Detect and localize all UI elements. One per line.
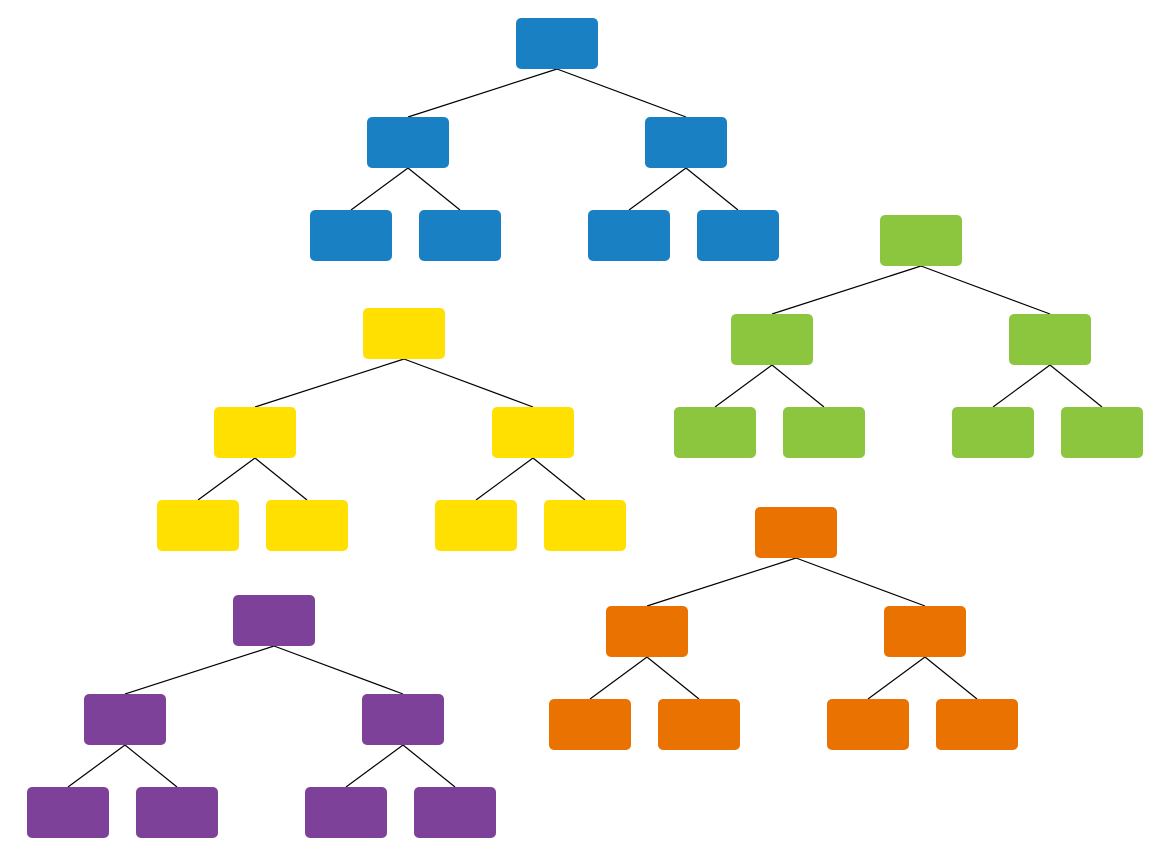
connector-line <box>475 457 534 501</box>
connector-line <box>273 645 404 695</box>
purple-leaf-node <box>136 787 218 838</box>
orange-child-node <box>884 606 966 657</box>
green-leaf-node <box>1061 407 1143 458</box>
connector-line <box>67 744 126 788</box>
orange-leaf-node <box>658 699 740 750</box>
purple-leaf-node <box>414 787 496 838</box>
orange-child-node <box>606 606 688 657</box>
tree-orange <box>549 507 1018 750</box>
connector-line <box>646 656 700 700</box>
connector-line <box>407 167 461 211</box>
connector-line <box>920 265 1051 315</box>
yellow-child-node <box>214 407 296 458</box>
tree-purple <box>27 595 496 838</box>
orange-leaf-node <box>936 699 1018 750</box>
connector-line <box>254 457 308 501</box>
blue-leaf-node <box>310 210 392 261</box>
blue-child-node <box>367 117 449 168</box>
connector-line <box>124 645 275 695</box>
connector-line <box>685 167 739 211</box>
connector-line <box>556 68 687 118</box>
purple-leaf-node <box>27 787 109 838</box>
green-child-node <box>731 314 813 365</box>
blue-leaf-node <box>588 210 670 261</box>
purple-child-node <box>362 694 444 745</box>
connector-line <box>628 167 687 211</box>
tree-green <box>674 215 1143 458</box>
yellow-leaf-node <box>435 500 517 551</box>
connector-line <box>795 557 926 607</box>
orange-leaf-node <box>549 699 631 750</box>
connector-line <box>646 557 797 607</box>
blue-child-node <box>645 117 727 168</box>
connector-line <box>714 364 773 408</box>
orange-leaf-node <box>827 699 909 750</box>
yellow-root-node <box>363 308 445 359</box>
connector-line <box>992 364 1051 408</box>
blue-leaf-node <box>697 210 779 261</box>
connector-line <box>867 656 926 700</box>
connector-line <box>771 265 922 315</box>
connector-line <box>197 457 256 501</box>
connector-line <box>345 744 404 788</box>
connector-line <box>254 358 405 408</box>
purple-leaf-node <box>305 787 387 838</box>
purple-child-node <box>84 694 166 745</box>
blue-leaf-node <box>419 210 501 261</box>
green-leaf-node <box>674 407 756 458</box>
connector-line <box>771 364 825 408</box>
yellow-child-node <box>492 407 574 458</box>
green-child-node <box>1009 314 1091 365</box>
connector-line <box>407 68 558 118</box>
orange-root-node <box>755 507 837 558</box>
connector-line <box>403 358 534 408</box>
connector-line <box>402 744 456 788</box>
purple-root-node <box>233 595 315 646</box>
blue-root-node <box>516 18 598 69</box>
connector-line <box>589 656 648 700</box>
yellow-leaf-node <box>157 500 239 551</box>
tree-yellow <box>157 308 626 551</box>
yellow-leaf-node <box>266 500 348 551</box>
connector-line <box>350 167 409 211</box>
connector-line <box>532 457 586 501</box>
connector-line <box>1049 364 1103 408</box>
tree-blue <box>310 18 779 261</box>
connector-line <box>924 656 978 700</box>
green-root-node <box>880 215 962 266</box>
connector-line <box>124 744 178 788</box>
green-leaf-node <box>952 407 1034 458</box>
yellow-leaf-node <box>544 500 626 551</box>
green-leaf-node <box>783 407 865 458</box>
